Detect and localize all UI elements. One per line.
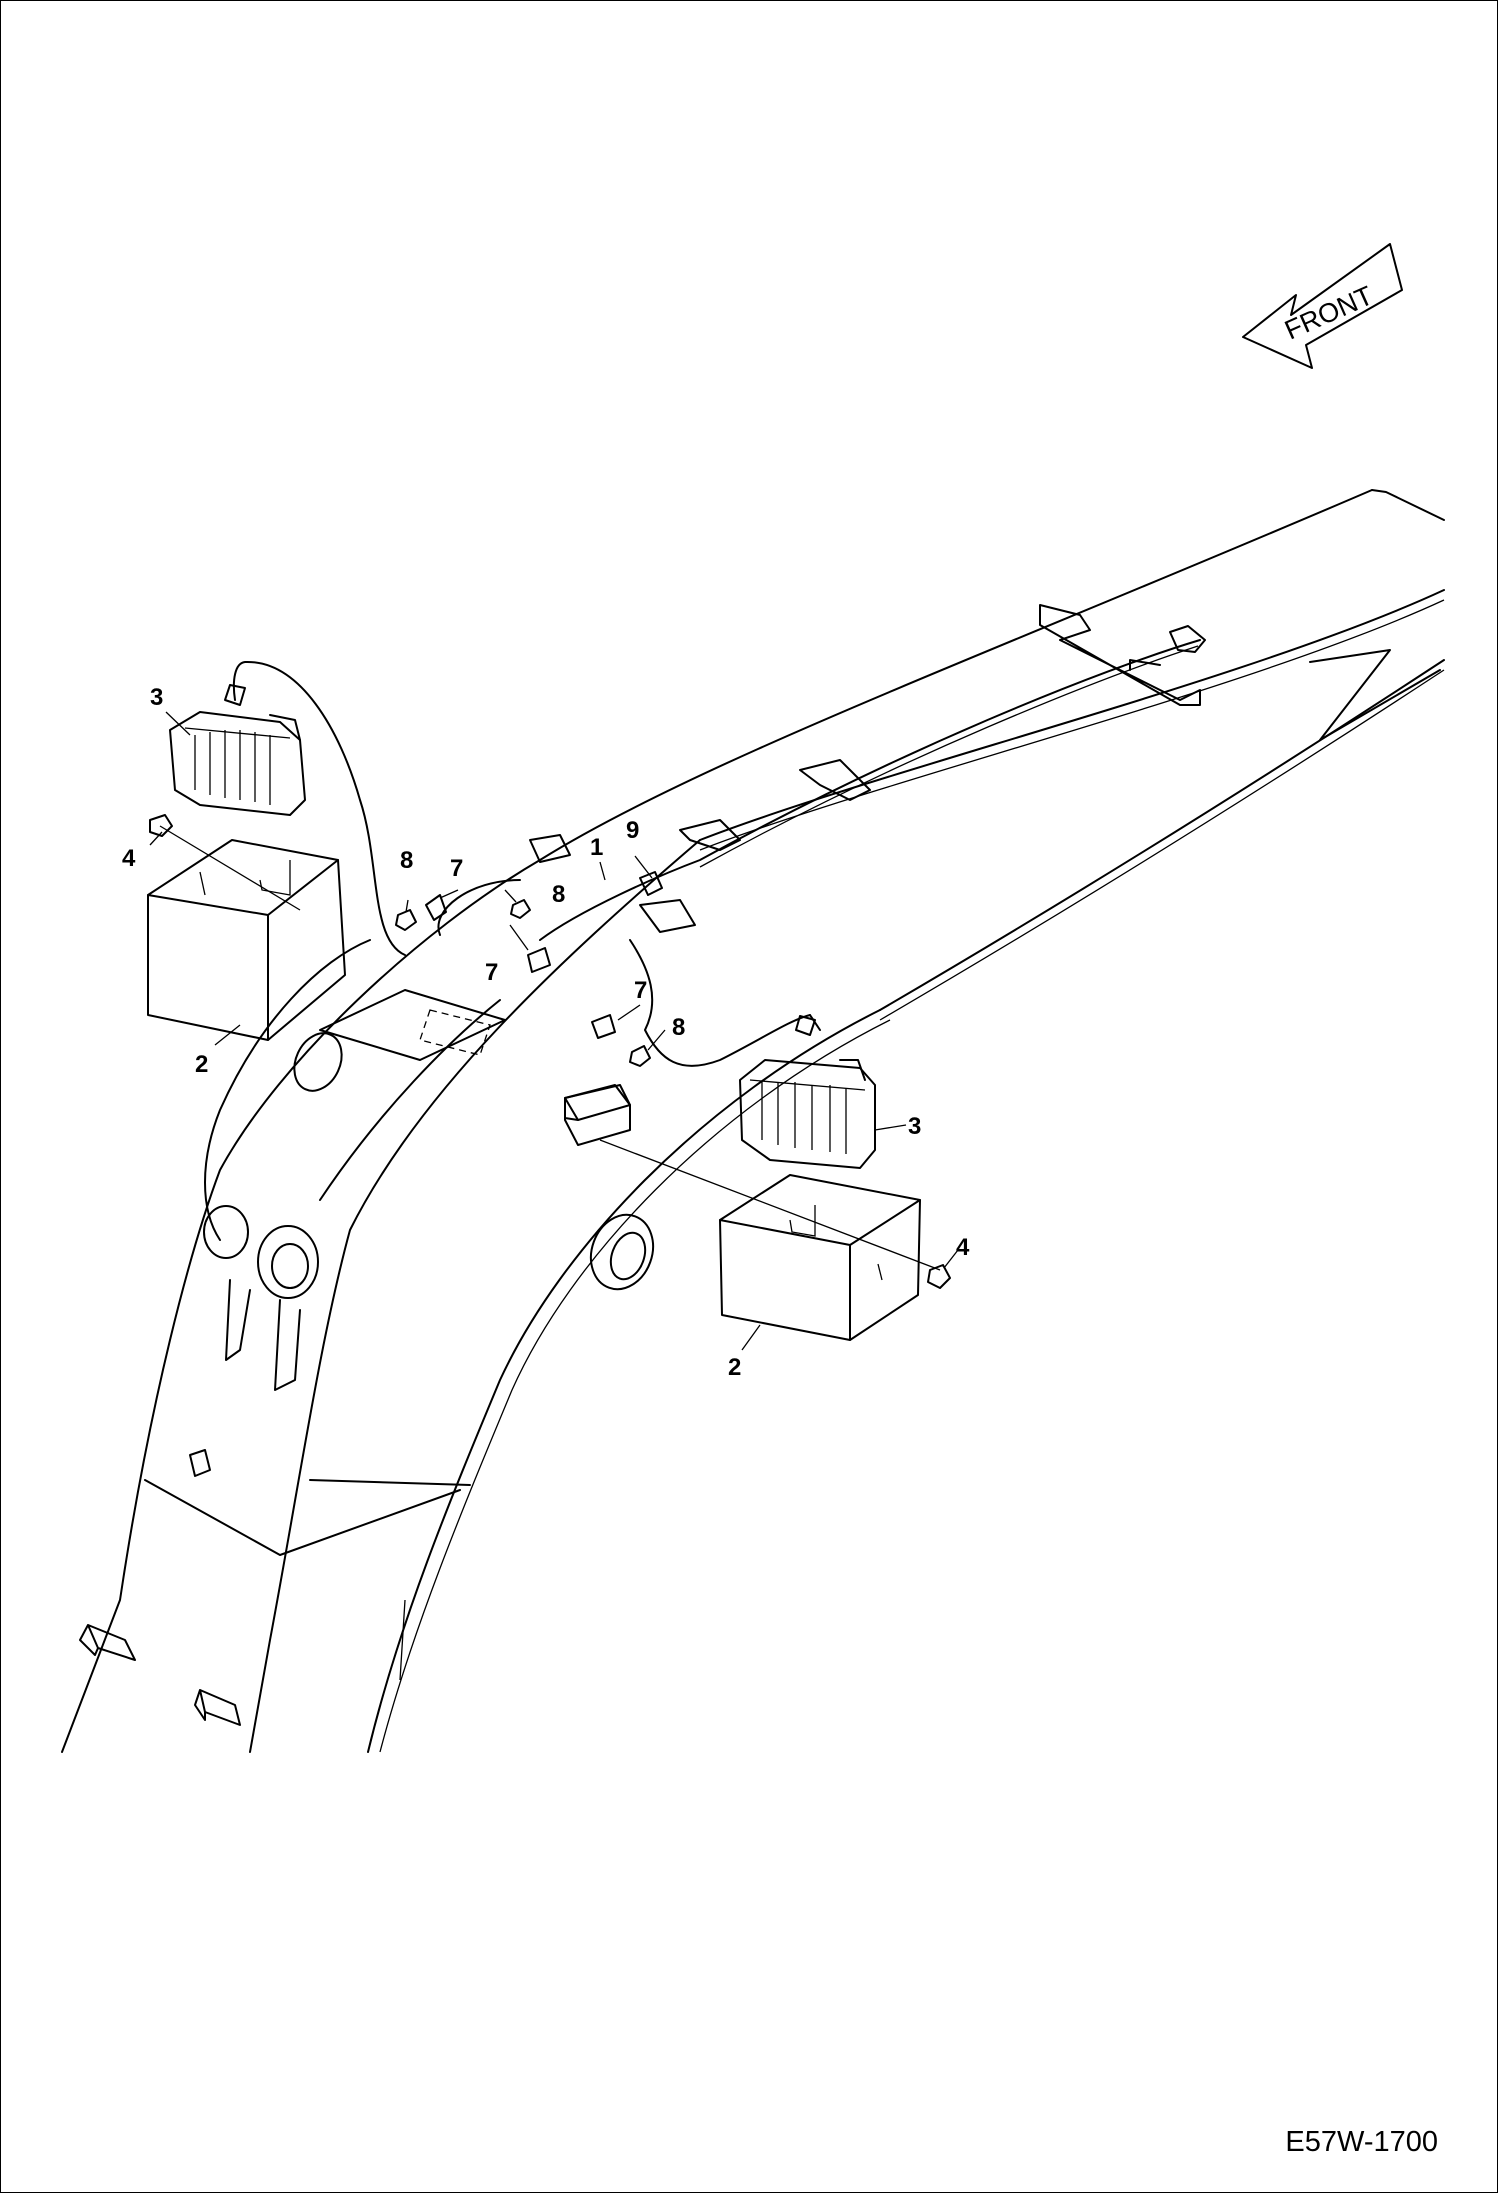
leader-lines	[149, 711, 959, 1351]
callout-9: 9	[626, 817, 639, 844]
callout-4-left: 4	[122, 845, 136, 872]
wire-harness	[232, 625, 1206, 1067]
drawing-id: E57W-1700	[1285, 2126, 1438, 2158]
callout-4-right: 4	[956, 1234, 970, 1261]
lamp-assembly-right	[564, 1015, 951, 1341]
callout-7-top-left: 7	[450, 855, 463, 882]
callout-3-left: 3	[150, 684, 163, 711]
front-label: FRONT	[1280, 280, 1377, 345]
callout-8-right: 8	[672, 1014, 685, 1041]
callout-3-right: 3	[908, 1113, 921, 1140]
fasteners	[395, 871, 663, 1067]
callouts: 3 4 2 8 7 1 9 8 7 7 8 3 4 2	[122, 684, 970, 1381]
callout-2-right: 2	[728, 1354, 741, 1381]
callout-7-middle: 7	[485, 959, 498, 986]
callout-8-middle: 8	[552, 881, 565, 908]
callout-7-right: 7	[634, 977, 647, 1004]
lamp-assembly-left	[147, 684, 346, 1041]
boom	[61, 489, 1445, 1753]
callout-1: 1	[590, 834, 603, 861]
callout-8-top-left: 8	[400, 847, 413, 874]
callout-2-left: 2	[195, 1051, 208, 1078]
front-arrow: FRONT	[1242, 243, 1403, 369]
